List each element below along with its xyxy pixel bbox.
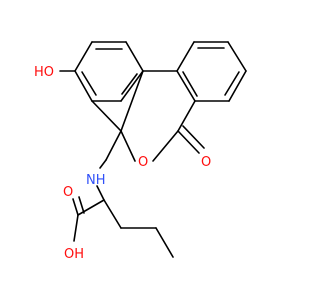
double-bond (81, 71, 97, 96)
bond (91, 100, 122, 132)
bond (125, 41, 144, 72)
bond (227, 41, 247, 72)
bond (177, 100, 196, 132)
bond (74, 41, 93, 72)
bond (120, 130, 136, 162)
bond (120, 70, 144, 102)
amine-label: NH (86, 173, 106, 188)
methylene-linker (99, 130, 122, 169)
molecule-canvas: HO O O NH O OH (34, 41, 247, 262)
bond (120, 70, 144, 132)
bond (96, 185, 105, 201)
benzene-ring-top (176, 41, 247, 102)
lactone-carbonyl (177, 125, 205, 154)
carbonyl-oxygen-label: O (201, 155, 211, 170)
bond (77, 199, 105, 216)
bond (103, 199, 122, 229)
double-bond (182, 125, 205, 149)
bond (74, 70, 93, 102)
bond (177, 130, 200, 154)
lactone-ring (120, 70, 196, 162)
bond (99, 159, 107, 169)
bond (105, 130, 122, 161)
bond (152, 130, 179, 162)
structure-diagram: HO O O NH O OH (34, 41, 247, 262)
ring-oxygen-label: O (138, 155, 148, 170)
acid-carbonyl-oxygen-label: O (63, 185, 73, 200)
double-bond (224, 71, 240, 96)
bond (72, 198, 79, 216)
double-bond (182, 71, 198, 97)
bond (176, 41, 195, 72)
hydroxyl-label: HO (34, 65, 54, 80)
double-bond (78, 196, 85, 214)
double-bond (121, 73, 138, 95)
bond (228, 70, 247, 102)
acid-hydroxyl-label: OH (64, 247, 84, 262)
bond (73, 214, 79, 242)
amino-acid-chain (72, 185, 174, 258)
bond (176, 70, 196, 102)
benzene-ring-left (74, 41, 144, 132)
bond (155, 227, 174, 258)
